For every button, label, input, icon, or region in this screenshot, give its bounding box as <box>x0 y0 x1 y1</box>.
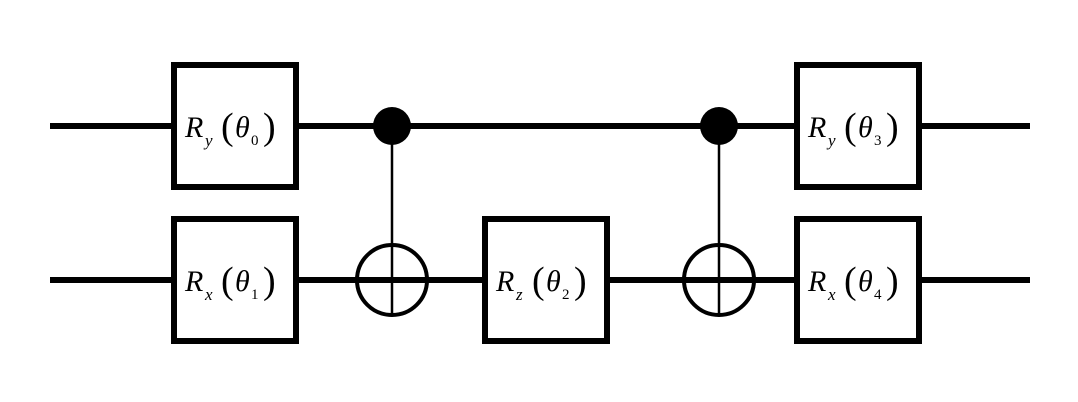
cnot-gate-cx0 <box>355 107 429 317</box>
open-paren: ( <box>221 260 234 302</box>
gate-symbol: R <box>184 111 203 144</box>
cnot-control-dot <box>700 107 738 145</box>
gate-axis: x <box>204 285 213 304</box>
close-paren: ) <box>886 260 899 302</box>
gate-box <box>794 216 922 344</box>
gate-symbol: R <box>184 265 203 298</box>
gate-box <box>482 216 610 344</box>
close-paren: ) <box>263 106 276 148</box>
close-paren: ) <box>574 260 587 302</box>
cnot-gate-cx1 <box>682 107 756 317</box>
gate-symbol: R <box>495 265 514 298</box>
close-paren: ) <box>886 106 899 148</box>
open-paren: ( <box>221 106 234 148</box>
gate-parameter: θ <box>858 111 873 144</box>
gate-symbol: R <box>807 265 826 298</box>
parameter-index: 1 <box>251 287 259 303</box>
gate-parameter: θ <box>858 265 873 298</box>
cnot-control-dot <box>373 107 411 145</box>
gate-axis: x <box>827 285 836 304</box>
gate-box <box>171 62 299 190</box>
close-paren: ) <box>263 260 276 302</box>
gate-parameter: θ <box>235 265 250 298</box>
open-paren: ( <box>532 260 545 302</box>
parameter-index: 0 <box>251 133 259 149</box>
gate-parameter: θ <box>235 111 250 144</box>
gate-axis: y <box>826 131 836 150</box>
open-paren: ( <box>844 260 857 302</box>
gate-axis: y <box>203 131 213 150</box>
parameter-index: 3 <box>874 133 882 149</box>
open-paren: ( <box>844 106 857 148</box>
gate-box <box>171 216 299 344</box>
gate-axis: z <box>515 285 523 304</box>
gate-symbol: R <box>807 111 826 144</box>
gate-parameter: θ <box>546 265 561 298</box>
gate-box <box>794 62 922 190</box>
parameter-index: 2 <box>562 287 570 303</box>
parameter-index: 4 <box>874 287 882 303</box>
